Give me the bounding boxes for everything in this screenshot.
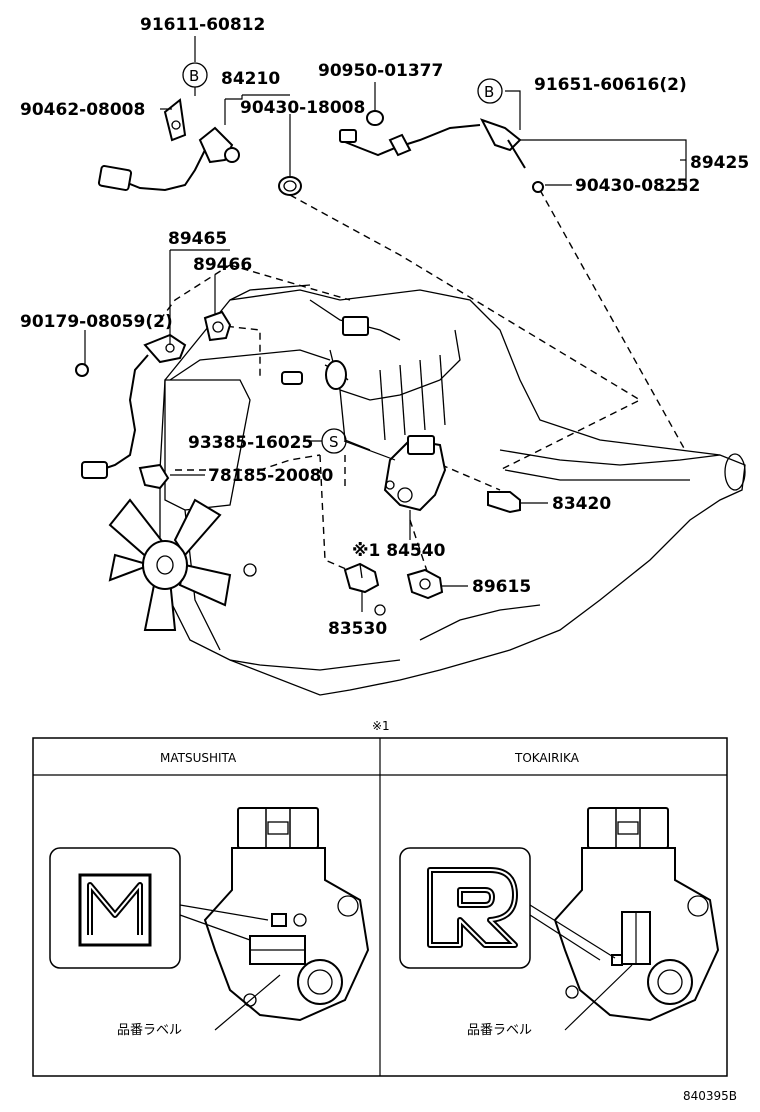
- detail-panel: ※1 MATSUSHITA TOKAIRIKA: [32, 719, 728, 1077]
- label-93385: 93385-16025: [188, 433, 313, 453]
- label-91611: 91611-60812: [140, 15, 265, 35]
- switch-83530: [343, 562, 380, 594]
- tokairika-label-text: 品番ラベル: [467, 1023, 532, 1038]
- label-90462: 90462-08008: [20, 100, 145, 120]
- leader-lines: [84, 36, 687, 612]
- speed-sensor-84210: [97, 98, 240, 192]
- label-89425: 89425: [690, 153, 749, 173]
- label-89466: 89466: [193, 255, 252, 275]
- matsushita-label-text: 品番ラベル: [117, 1023, 182, 1038]
- reference-lines: [159, 189, 686, 581]
- sender-83420: [487, 491, 521, 514]
- header-matsushita: MATSUSHITA: [160, 751, 237, 765]
- clip-78185-20080: [138, 463, 170, 490]
- label-90430-08252: 90430-08252: [575, 176, 700, 196]
- matsushita-switch: [49, 807, 370, 1031]
- label-90430-18008: 90430-18008: [240, 98, 365, 118]
- label-83420: 83420: [552, 494, 611, 514]
- tokairika-switch: [399, 807, 720, 1031]
- label-89465: 89465: [168, 229, 227, 249]
- label-89615: 89615: [472, 577, 531, 597]
- label-90950: 90950-01377: [318, 61, 443, 81]
- label-91651: 91651-60616(2): [534, 75, 687, 95]
- part-labels: 91611-60812 B 84210 90462-08008 90430-18…: [20, 15, 749, 639]
- label-78185: 78185-20080: [208, 466, 334, 486]
- label-84210: 84210: [221, 69, 280, 89]
- engine-block: [159, 284, 746, 696]
- label-circle-b-left: B: [189, 67, 199, 85]
- label-84540: ※1 84540: [352, 541, 446, 561]
- cooling-fan: [108, 498, 232, 631]
- header-tokairika: TOKAIRIKA: [514, 751, 580, 765]
- neutral-switch-84540: [383, 435, 447, 512]
- detail-note: ※1: [372, 719, 390, 733]
- label-83530: 83530: [328, 619, 387, 639]
- matsushita-logo-icon: [78, 873, 152, 947]
- label-circle-b-right: B: [484, 83, 494, 101]
- label-circle-s: S: [329, 433, 339, 451]
- sensor-89615: [406, 568, 444, 600]
- position-sensor-89465: [75, 310, 232, 479]
- oxygen-sensor-89425: [339, 110, 544, 193]
- label-90179: 90179-08059(2): [20, 312, 173, 332]
- o-ring-90430-18008: [278, 176, 302, 196]
- drawing-code: 840395B: [683, 1089, 737, 1103]
